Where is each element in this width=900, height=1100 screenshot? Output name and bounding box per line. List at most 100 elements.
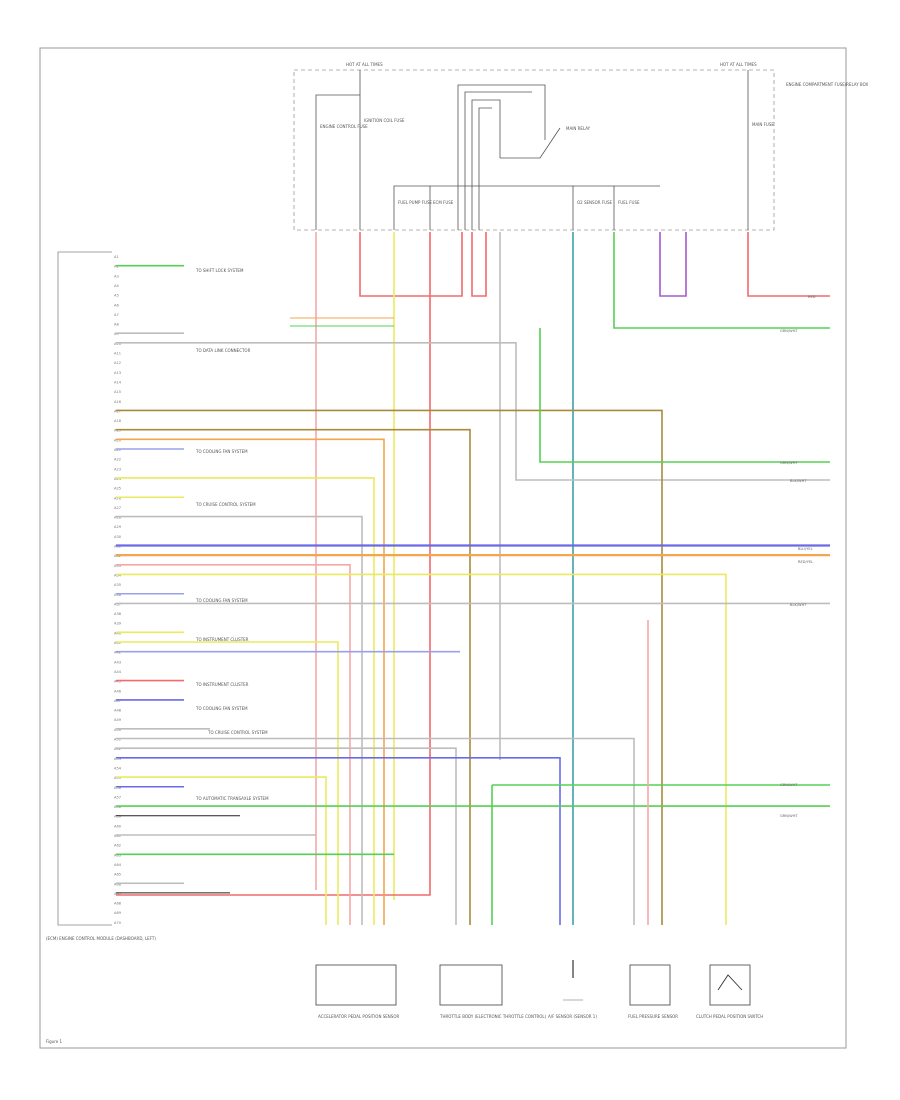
ecm-pin-A28: A28 — [114, 516, 122, 520]
wire-a55 — [116, 776, 327, 925]
ecm-pin-A50: A50 — [114, 728, 122, 732]
wire-main-relay-out — [613, 232, 830, 329]
component-label-2: A/F SENSOR (SENSOR 1) — [548, 1014, 597, 1019]
right-label-blu-yel: BLU/YEL — [798, 547, 813, 551]
ecm-pin-A15: A15 — [114, 390, 121, 394]
accelerator-pedal-sensor-box — [315, 964, 397, 1006]
ecm-pin-A34: A34 — [114, 573, 122, 577]
ecm-pin-A36: A36 — [114, 593, 122, 597]
wire-note-8: TO CRUISE CONTROL SYSTEM — [207, 730, 268, 735]
ecm-pin-A7: A7 — [114, 313, 119, 317]
ecm-pin-A43: A43 — [114, 660, 121, 664]
ecm-pin-column: A1A2A3A4A5A6A7A8A9A10A11A12A13A14A15A16A… — [114, 255, 122, 925]
fuse-label-1: IGNITION COIL FUSE — [364, 118, 405, 123]
right-label-blk-wht: BLK/WHT — [790, 479, 807, 483]
wire-a17 — [116, 409, 663, 925]
ecm-pin-A21: A21 — [114, 448, 121, 452]
fuse-box-top-right-label: HOT AT ALL TIMES — [720, 62, 757, 67]
wire-a19 — [116, 428, 471, 925]
ecm-pin-A42: A42 — [114, 651, 121, 655]
wire-note-1: TO DATA LINK CONNECTOR — [195, 348, 251, 353]
ecm-pin-A40: A40 — [114, 631, 122, 635]
component-label-3: FUEL PRESSURE SENSOR — [628, 1014, 678, 1019]
ecm-pin-A57: A57 — [114, 795, 121, 799]
footer-label: Figure 1 — [46, 1039, 62, 1044]
ecm-pin-A22: A22 — [114, 458, 121, 462]
fuse-label-4: ECM FUSE — [433, 200, 454, 205]
ecm-pin-A3: A3 — [114, 274, 119, 278]
ecm-pin-A64: A64 — [114, 863, 122, 867]
ecm-pin-A68: A68 — [114, 902, 122, 906]
ecm-pin-A23: A23 — [114, 467, 121, 471]
ecm-pin-A37: A37 — [114, 602, 121, 606]
ecm-pin-A1: A1 — [114, 255, 119, 259]
wire-a24 — [116, 477, 375, 925]
wire-a33 — [116, 563, 351, 925]
wire-main-fuse-out — [747, 232, 830, 297]
right-label-grn-wht-2: GRN/WHT — [780, 461, 798, 465]
ecm-connector-bracket — [57, 251, 112, 926]
ecm-pin-A55: A55 — [114, 776, 121, 780]
ecm-pin-A56: A56 — [114, 786, 122, 790]
wire-grn-wht-2 — [539, 328, 830, 463]
ecm-pin-A41: A41 — [114, 641, 121, 645]
throttle-body-box — [439, 964, 503, 1006]
ecm-pin-A67: A67 — [114, 892, 121, 896]
wire-note-0: TO SHIFT LOCK SYSTEM — [195, 268, 244, 273]
wire-note-3: TO CRUISE CONTROL SYSTEM — [195, 502, 256, 507]
fuel-pressure-sensor-box — [629, 964, 671, 1006]
ecm-pin-A20: A20 — [114, 438, 122, 442]
fuse-box-top-left-label: HOT AT ALL TIMES — [346, 62, 383, 67]
right-label-red: RED — [808, 295, 816, 299]
ecm-pin-A27: A27 — [114, 506, 121, 510]
fuse-label-7: MAIN FUSE — [752, 122, 774, 127]
ecm-pin-A52: A52 — [114, 747, 121, 751]
right-label-grn-wht-4: GRN/WHT — [780, 814, 798, 818]
ecm-pin-A63: A63 — [114, 853, 121, 857]
fuse-label-2: MAIN RELAY — [566, 126, 591, 131]
ecm-pin-A61: A61 — [114, 834, 121, 838]
wire-note-5: TO INSTRUMENT CLUSTER — [195, 637, 249, 642]
fuse-box-outline — [293, 69, 775, 231]
right-label-red-yel: RED/YEL — [798, 560, 813, 564]
ecm-pin-A58: A58 — [114, 805, 122, 809]
wire-violet-loop — [659, 232, 687, 297]
ecm-pin-A29: A29 — [114, 525, 122, 529]
wire-a34 — [116, 573, 727, 925]
ecm-pin-A54: A54 — [114, 766, 122, 770]
ecm-pin-A70: A70 — [114, 921, 122, 925]
ecm-pin-A45: A45 — [114, 680, 121, 684]
wire-fuse-ecm — [116, 232, 431, 896]
wire-note-7: TO COOLING FAN SYSTEM — [195, 706, 248, 711]
ecm-left-note: (ECM) ENGINE CONTROL MODULE (DASHBOARD, … — [46, 936, 156, 941]
ecm-pin-A59: A59 — [114, 815, 122, 819]
component-label-1: THROTTLE BODY (ELECTRONIC THROTTLE CONTR… — [439, 1014, 547, 1019]
ecm-pin-A69: A69 — [114, 911, 122, 915]
wire-fuse-main-relay — [471, 232, 487, 297]
ecm-pin-A12: A12 — [114, 361, 121, 365]
fuse-label-0: ENGINE CONTROL FUSE — [320, 124, 368, 129]
ecm-pin-A47: A47 — [114, 699, 121, 703]
ecm-pin-A11: A11 — [114, 352, 121, 356]
ecm-pin-A38: A38 — [114, 612, 122, 616]
ecm-pin-A9: A9 — [114, 332, 119, 336]
ecm-pin-A4: A4 — [114, 284, 119, 288]
component-label-0: ACCELERATOR PEDAL POSITION SENSOR — [318, 1014, 399, 1019]
fuse-label-3: FUEL PUMP FUSE — [398, 200, 432, 205]
ecm-pin-A10: A10 — [114, 342, 122, 346]
ecm-pin-A6: A6 — [114, 303, 119, 307]
right-label-grn-wht-1: GRN/WHT — [780, 329, 798, 333]
ecm-pin-A46: A46 — [114, 689, 122, 693]
ecm-pin-A17: A17 — [114, 409, 121, 413]
fuse-box-right-note: ENGINE COMPARTMENT FUSE/RELAY BOX — [786, 82, 868, 87]
fuse-box-internal-wiring — [315, 70, 749, 230]
wire-note-2: TO COOLING FAN SYSTEM — [195, 449, 248, 454]
diagram-frame — [39, 47, 847, 1049]
ecm-pin-A2: A2 — [114, 265, 119, 269]
ecm-pin-A16: A16 — [114, 400, 122, 404]
ecm-pin-A35: A35 — [114, 583, 121, 587]
ecm-pin-A49: A49 — [114, 718, 122, 722]
ecm-pin-A24: A24 — [114, 477, 122, 481]
ecm-pin-A62: A62 — [114, 844, 121, 848]
right-label-wht: BLK/WHT — [790, 603, 807, 607]
